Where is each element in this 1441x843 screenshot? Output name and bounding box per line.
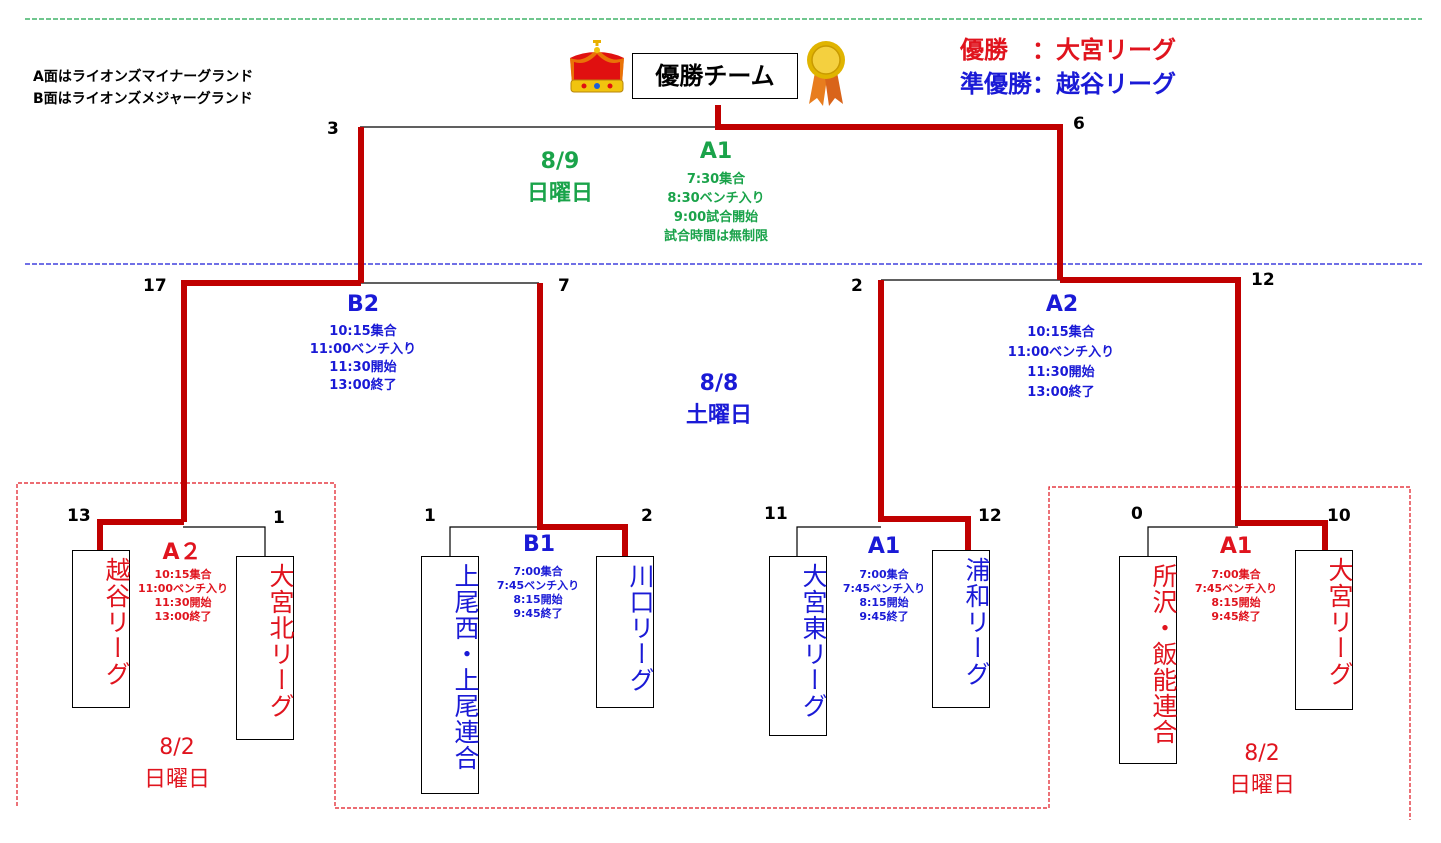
final-schedule-line: 9:00試合開始	[673, 210, 759, 225]
r1-day-value: 日曜日	[1228, 773, 1295, 798]
runnerup-result: 準優勝：越谷リーグ	[960, 68, 1176, 100]
semi-left-schedule-line: 11:30開始	[329, 360, 397, 375]
semi-right-schedule-line: 10:15集合	[1027, 325, 1095, 340]
r1-g1-field: A２	[162, 540, 202, 565]
r1-g3-score-left: 11	[764, 504, 788, 524]
r1-g3-schedule-line: 8:15開始	[859, 596, 909, 609]
semi-right-score-left: 2	[851, 276, 863, 296]
semi-right-schedule-line: 11:00ベンチ入り	[1007, 345, 1115, 360]
field-note-a: A面はライオンズマイナーグランド	[33, 69, 254, 85]
semi-left-schedule-line: 11:00ベンチ入り	[309, 342, 417, 357]
r1-g3-field: A1	[867, 534, 901, 559]
team-name: 越谷リーグ	[102, 557, 131, 687]
r1-g2-schedule-line: 7:45ベンチ入り	[496, 579, 580, 592]
final-schedule-line: 試合時間は無制限	[663, 229, 768, 244]
r1-date-value: 8/2	[1244, 741, 1280, 766]
r1-date-value: 8/2	[159, 735, 195, 760]
r1-g2-schedule-line: 7:00集合	[513, 565, 563, 578]
r1-g3-schedule: 7:00集合 7:45ベンチ入り 8:15開始 9:45終了	[828, 568, 940, 624]
team-omiya-kita: 大宮北リーグ	[236, 556, 295, 740]
r1-g4-schedule-line: 9:45終了	[1211, 610, 1261, 623]
final-schedule: 7:30集合 8:30ベンチ入り 9:00試合開始 試合時間は無制限	[618, 170, 814, 246]
r1-g1-score-right: 1	[273, 508, 285, 528]
field-note-b: B面はライオンズメジャーグランド	[33, 91, 253, 107]
semi-right-schedule-line: 11:30開始	[1027, 365, 1095, 380]
r1-g4-score-left: 0	[1131, 504, 1143, 524]
team-koshigaya: 越谷リーグ	[72, 550, 131, 708]
team-tokorozawa: 所沢・飯能連合	[1119, 556, 1178, 764]
semi-date-value: 8/8	[699, 371, 739, 396]
r1-g4-schedule-line: 7:00集合	[1211, 568, 1261, 581]
final-field: A1	[699, 139, 733, 164]
r1-g2-schedule-line: 8:15開始	[513, 593, 563, 606]
semi-left-schedule: 10:15集合 11:00ベンチ入り 11:30開始 13:00終了	[280, 323, 446, 395]
final-schedule-line: 7:30集合	[686, 172, 746, 187]
final-day-value: 日曜日	[526, 181, 593, 206]
team-name: 大宮北リーグ	[266, 563, 295, 719]
r1-g4-score-right: 10	[1327, 506, 1351, 526]
r1-date-right: 8/2 日曜日	[1207, 738, 1317, 802]
r1-g1-schedule-line: 11:30開始	[154, 596, 212, 609]
r1-g1-score-left: 13	[67, 506, 91, 526]
team-name: 浦和リーグ	[962, 557, 991, 687]
r1-g2-field: B1	[522, 532, 556, 557]
team-omiya-higashi: 大宮東リーグ	[769, 556, 828, 736]
r1-g2-score-left: 1	[424, 506, 436, 526]
r1-g2-schedule-line: 9:45終了	[513, 607, 563, 620]
r1-g3-schedule-line: 7:00集合	[859, 568, 909, 581]
r1-g1-schedule: 10:15集合 11:00ベンチ入り 11:30開始 13:00終了	[126, 568, 240, 624]
winner-lines	[97, 105, 1328, 556]
r1-g4-schedule-line: 7:45ベンチ入り	[1194, 582, 1278, 595]
final-date-value: 8/9	[540, 149, 580, 174]
r1-g1-schedule-line: 13:00終了	[154, 610, 212, 623]
r1-g4-field: A1	[1219, 534, 1253, 559]
medal-icon	[807, 41, 845, 106]
r1-g2-schedule: 7:00集合 7:45ベンチ入り 8:15開始 9:45終了	[482, 565, 594, 621]
team-name: 大宮東リーグ	[799, 563, 828, 719]
semi-right-schedule: 10:15集合 11:00ベンチ入り 11:30開始 13:00終了	[978, 323, 1144, 403]
final-date: 8/9 日曜日	[505, 146, 615, 210]
team-name: 川口リーグ	[626, 563, 655, 693]
semi-left-schedule-line: 10:15集合	[329, 324, 397, 339]
final-score-right: 6	[1073, 114, 1085, 134]
r1-g4-schedule: 7:00集合 7:45ベンチ入り 8:15開始 9:45終了	[1180, 568, 1292, 624]
winner-label: 優勝 ：	[960, 36, 1056, 64]
team-ageo: 上尾西・上尾連合	[421, 556, 480, 794]
r1-g3-schedule-line: 7:45ベンチ入り	[842, 582, 926, 595]
final-score-left: 3	[327, 119, 339, 139]
runnerup-team: 越谷リーグ	[1056, 70, 1176, 98]
team-kawaguchi: 川口リーグ	[596, 556, 655, 708]
team-name: 上尾西・上尾連合	[451, 563, 480, 771]
semi-right-score-right: 12	[1251, 270, 1275, 290]
semi-date: 8/8 土曜日	[664, 368, 774, 432]
r1-g2-score-right: 2	[641, 506, 653, 526]
team-name: 所沢・飯能連合	[1149, 563, 1178, 745]
r1-g1-schedule-line: 11:00ベンチ入り	[137, 582, 228, 595]
semi-left-score-right: 7	[558, 276, 570, 296]
crown-icon	[570, 40, 624, 93]
r1-g3-schedule-line: 9:45終了	[859, 610, 909, 623]
semi-right-schedule-line: 13:00終了	[1027, 385, 1095, 400]
r1-g1-schedule-line: 10:15集合	[154, 568, 212, 581]
semi-left-field: B2	[346, 292, 380, 317]
semi-left-schedule-line: 13:00終了	[329, 378, 397, 393]
semi-left-score-left: 17	[143, 276, 167, 296]
first-round-region	[16, 482, 1411, 820]
r1-date-left: 8/2 日曜日	[122, 732, 232, 796]
runnerup-label: 準優勝：	[960, 70, 1056, 98]
winner-result: 優勝 ：大宮リーグ	[960, 34, 1176, 66]
r1-g3-score-right: 12	[978, 506, 1002, 526]
team-name: 大宮リーグ	[1325, 557, 1354, 687]
r1-day-value: 日曜日	[143, 767, 210, 792]
semi-right-field: A2	[1045, 292, 1079, 317]
final-schedule-line: 8:30ベンチ入り	[667, 191, 765, 206]
champion-box: 優勝チーム	[632, 53, 798, 99]
winner-team: 大宮リーグ	[1056, 36, 1176, 64]
team-omiya: 大宮リーグ	[1295, 550, 1354, 710]
team-urawa: 浦和リーグ	[932, 550, 991, 708]
r1-g4-schedule-line: 8:15開始	[1211, 596, 1261, 609]
semi-day-value: 土曜日	[685, 403, 752, 428]
